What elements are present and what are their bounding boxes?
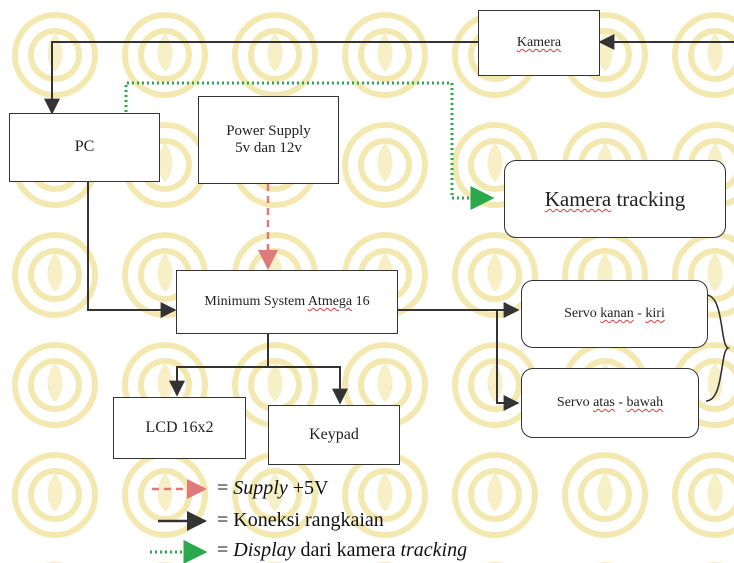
legend-connection: = Koneksi rangkaian [217,509,384,532]
power-supply-line1: Power Supply [226,122,311,139]
connector-pc-minsys [87,180,177,318]
pc-label: PC [74,138,95,156]
servo-kanan-word: kanan [600,305,634,321]
servo-kanan-prefix: Servo [564,305,597,321]
servo-atas-bawah-block: Servo atas - bawah [521,368,699,438]
legend-display: = Display dari kamera tracking [217,539,467,562]
legend-supply-suffix: +5V [287,477,329,499]
lcd-label: LCD 16x2 [145,418,214,436]
servo-atas-prefix: Servo [556,394,590,410]
kamera-label: Kamera [516,34,562,50]
servo-bawah-word: bawah [626,394,664,410]
servo-atas-sep: - [618,394,624,410]
servo-kanan-sep: - [637,305,642,321]
pc-block: PC [9,113,160,182]
legend-supply-italic: Supply [233,477,288,499]
legend-supply: = Supply +5V [217,477,328,500]
legend-connection-text: = Koneksi rangkaian [217,509,384,531]
legend-display-middle: dari kamera [295,539,401,561]
connector-minsys-servo-atas [496,310,520,411]
lcd-block: LCD 16x2 [113,397,246,459]
minimum-system-block: Minimum System Atmega 16 [176,270,398,334]
kamera-block: Kamera [478,10,600,76]
minimum-system-chip: Atmega [307,293,353,309]
power-supply-block: Power Supply 5v dan 12v [198,96,339,184]
kamera-tracking-word2: tracking [616,186,686,211]
connector-kamera-pc [44,41,478,115]
keypad-block: Keypad [268,405,400,465]
legend-display-prefix: = [217,539,234,561]
servo-kanan-kiri-block: Servo kanan - kiri [521,280,708,348]
minimum-system-suffix: 16 [355,293,370,309]
power-supply-line2: 5v dan 12v [235,140,302,156]
kamera-tracking-block: Kamera tracking [504,160,726,238]
servo-kiri-word: kiri [645,305,665,321]
legend-display-italic2: tracking [400,539,468,561]
minimum-system-prefix: Minimum System [204,293,306,309]
legend-supply-prefix: = [217,477,234,499]
servo-bracket [705,294,731,402]
keypad-label: Keypad [309,425,359,443]
connector-display-tracking [124,81,495,210]
kamera-tracking-word1: Kamera [544,186,612,211]
servo-atas-word: atas [593,394,615,410]
legend-display-italic1: Display [233,539,296,561]
